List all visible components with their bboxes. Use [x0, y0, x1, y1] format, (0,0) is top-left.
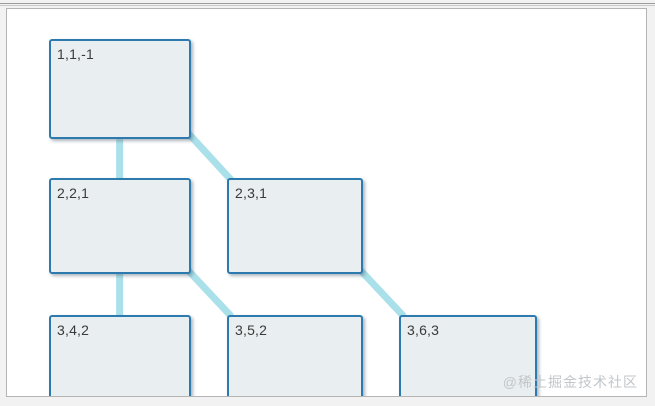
watermark-label: @稀土掘金技术社区	[502, 374, 638, 390]
edge-n3-n6	[357, 267, 407, 319]
tree-node-6-label: 3,6,3	[407, 322, 440, 338]
tree-node-2-label: 2,2,1	[57, 185, 90, 201]
tree-node-1-label: 1,1,-1	[57, 46, 94, 62]
edge-n1-n3	[184, 130, 234, 183]
tree-node-3-label: 2,3,1	[235, 185, 268, 201]
diagram-canvas[interactable]: 1,1,-1 2,2,1 2,3,1 3,4,2 3,5,2 3,6,3 @稀土…	[6, 8, 647, 397]
tree-node-6[interactable]: 3,6,3	[399, 315, 537, 396]
top-divider-line-secondary	[0, 5, 655, 6]
tree-node-5[interactable]: 3,5,2	[227, 315, 363, 396]
connector-layer	[116, 130, 407, 319]
top-divider-line	[0, 3, 655, 4]
tree-node-2[interactable]: 2,2,1	[49, 178, 191, 274]
tree-node-5-label: 3,5,2	[235, 322, 268, 338]
tree-node-1[interactable]: 1,1,-1	[49, 39, 191, 139]
tree-node-4[interactable]: 3,4,2	[49, 315, 191, 396]
tree-node-3[interactable]: 2,3,1	[227, 178, 363, 274]
tree-node-4-label: 3,4,2	[57, 322, 90, 338]
edge-n2-n5	[184, 267, 234, 319]
